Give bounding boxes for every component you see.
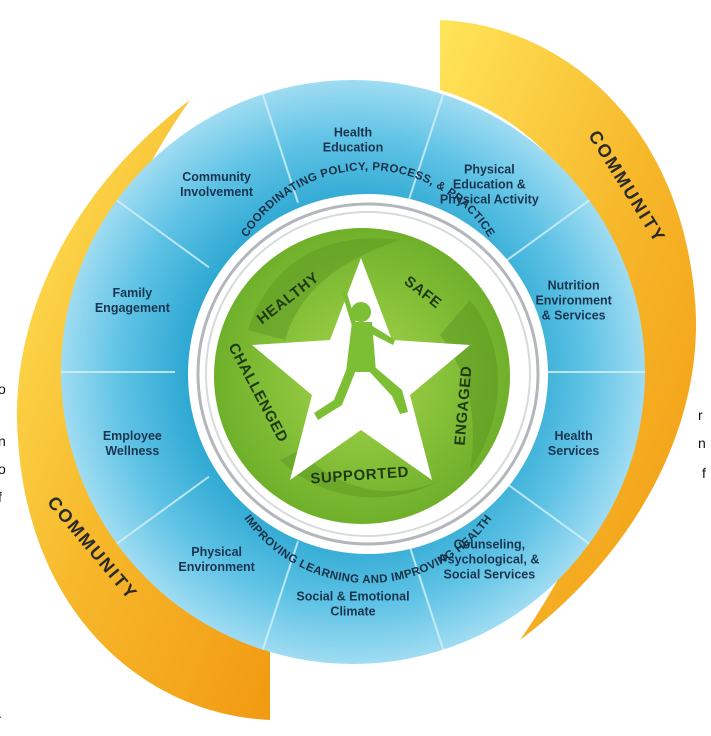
star-swirls [248, 238, 499, 498]
segment-dividers [61, 93, 645, 651]
community-band-top [440, 20, 697, 640]
left-edge-fragments: o n o f . [0, 381, 6, 721]
segment-divider [116, 475, 210, 545]
svg-text:r: r [698, 407, 703, 423]
svg-text:o: o [0, 461, 6, 477]
segment-label: Counseling,Psychological, &Social Servic… [439, 538, 539, 582]
right-edge-fragments: r n f [698, 407, 706, 481]
segment-divider [407, 540, 445, 651]
svg-text:.: . [0, 705, 2, 721]
segment-divider [496, 199, 590, 269]
community-band-bottom [16, 100, 270, 720]
segment-divider [496, 475, 590, 545]
star-word-engaged: ENGAGED [452, 365, 476, 446]
svg-text:n: n [0, 433, 6, 449]
svg-text:f: f [702, 465, 706, 481]
segment-divider [261, 93, 299, 204]
jumping-child-icon [314, 290, 408, 420]
segment-divider [261, 540, 299, 651]
segment-divider [116, 199, 210, 269]
svg-text:o: o [0, 381, 6, 397]
segment-divider [407, 93, 445, 204]
svg-text:f: f [0, 489, 2, 505]
star-word-supported: SUPPORTED [310, 464, 410, 488]
svg-text:n: n [698, 435, 706, 451]
